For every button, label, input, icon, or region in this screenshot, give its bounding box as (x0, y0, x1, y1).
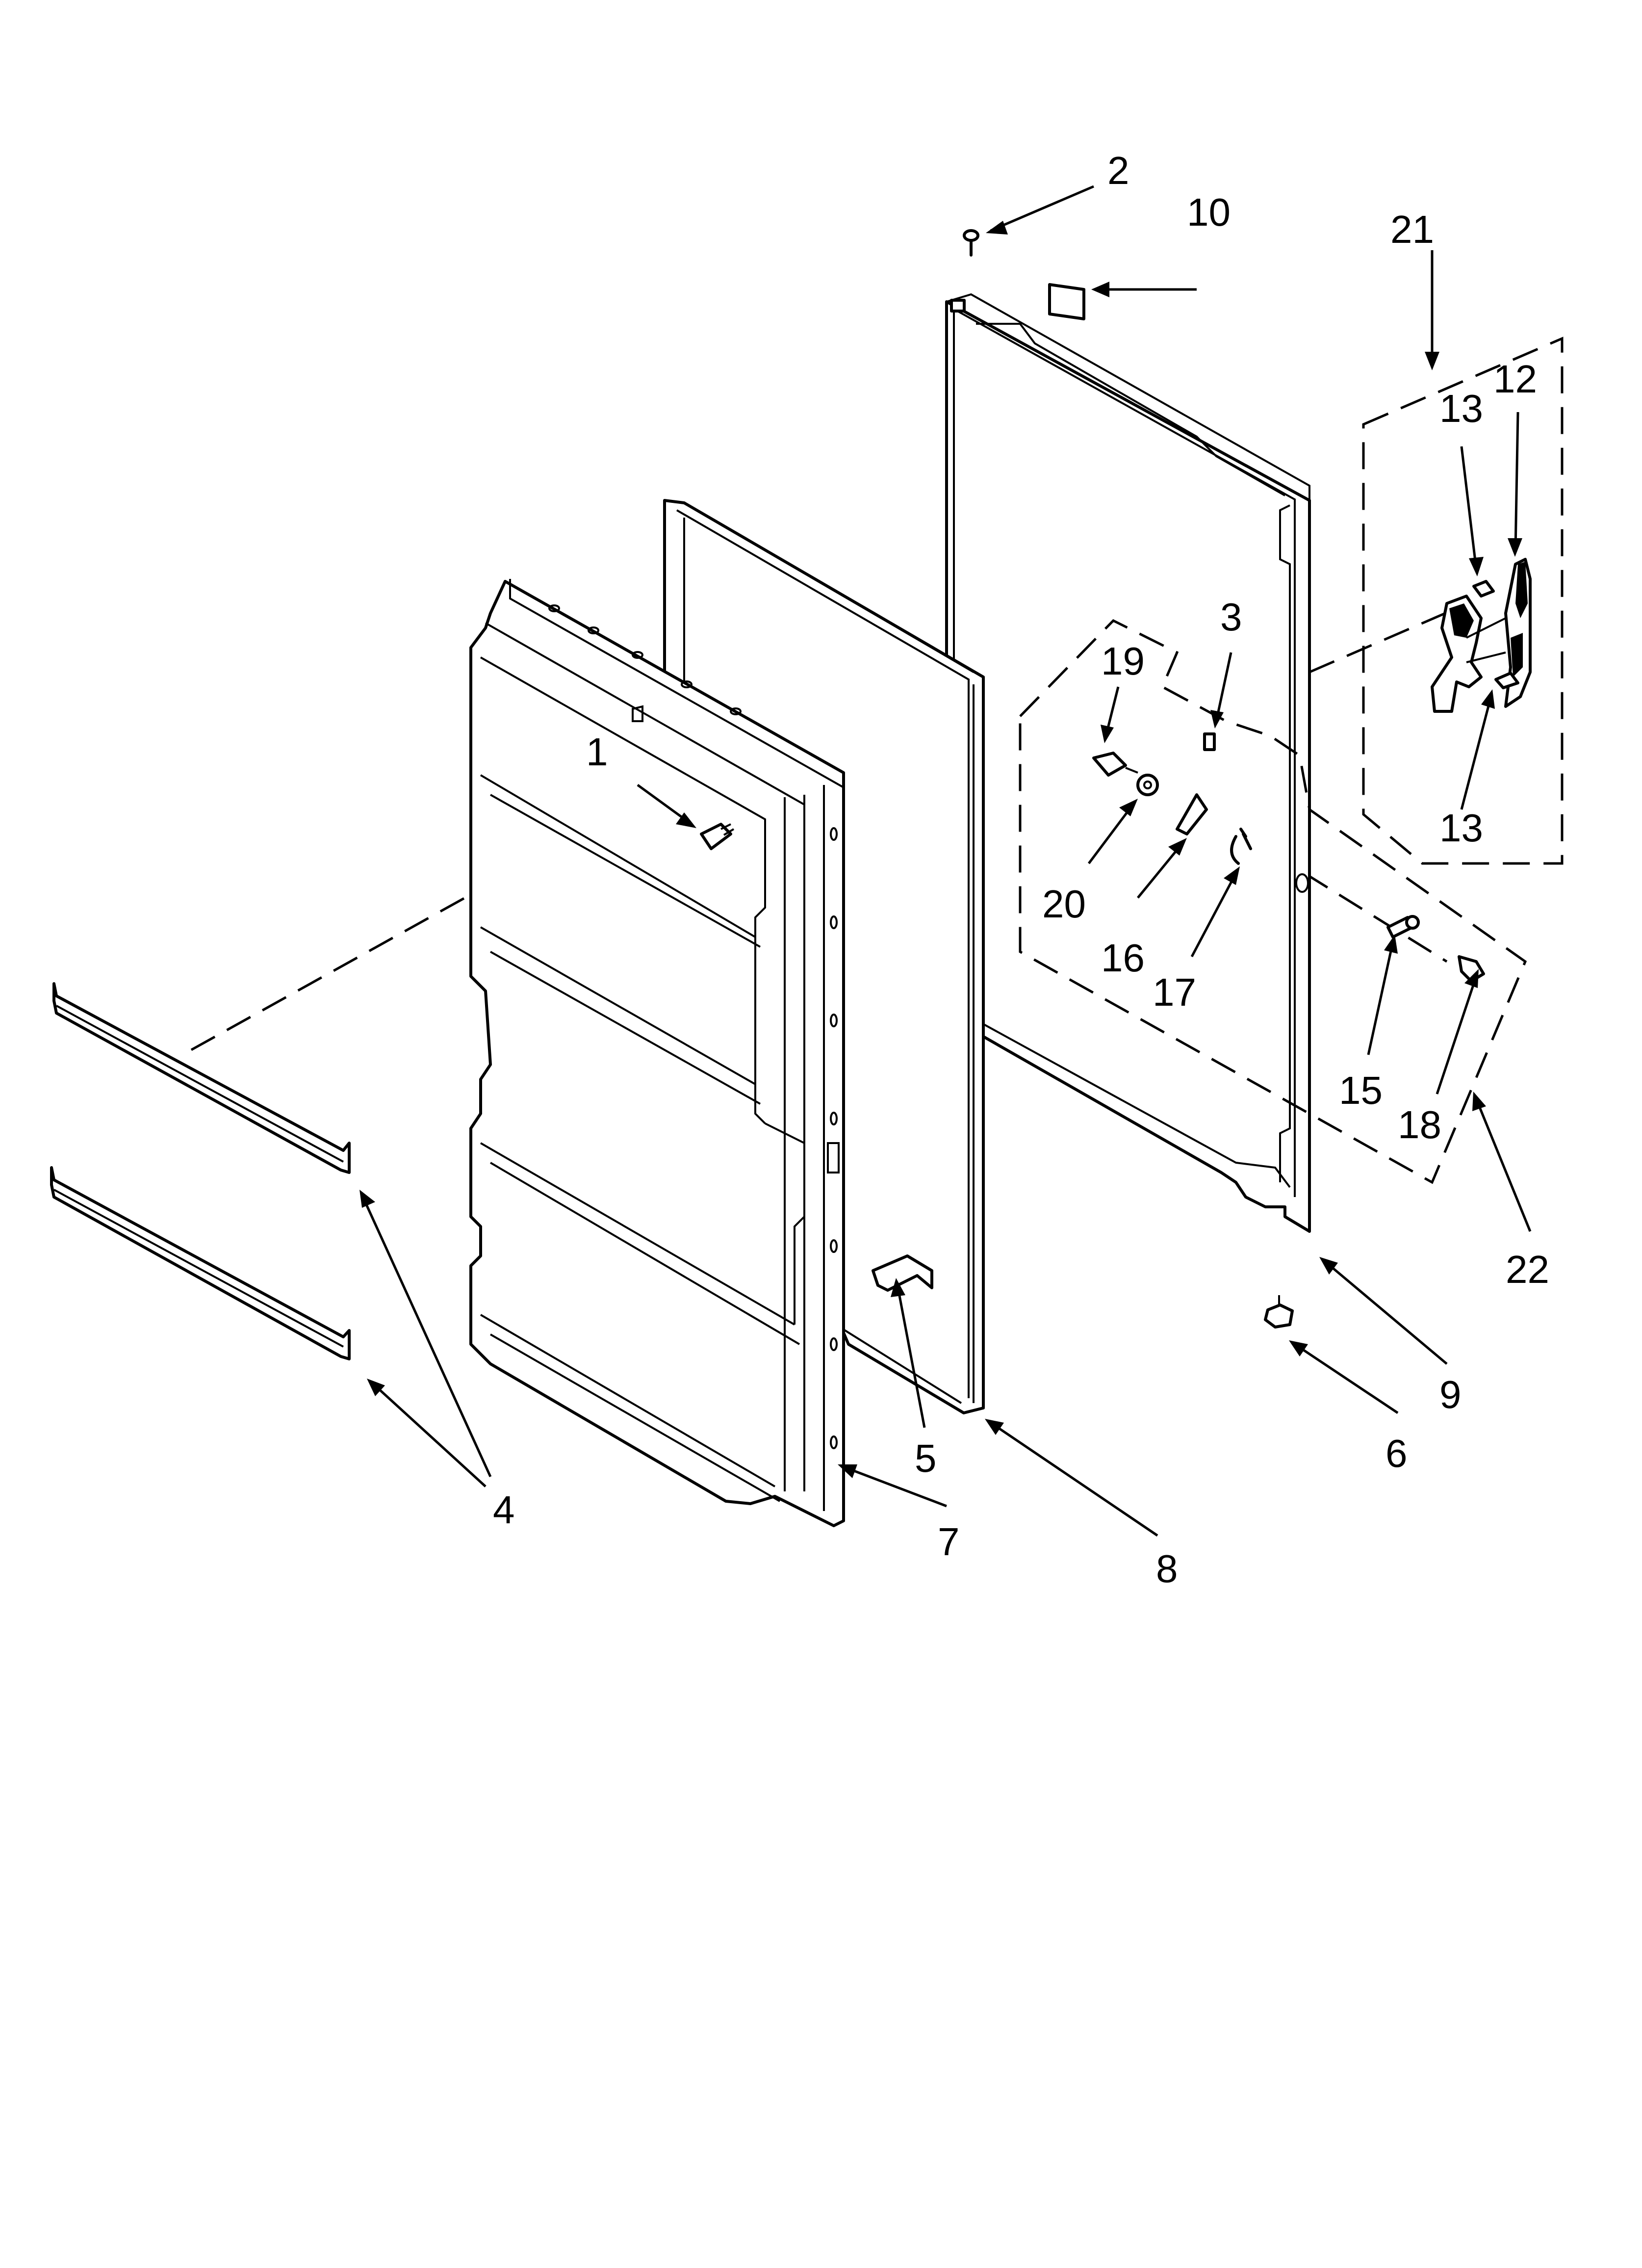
callout-1: 1 (586, 730, 608, 774)
callout-13-lower: 13 (1439, 806, 1483, 850)
stop-3 (1203, 732, 1216, 751)
pin-15 (1386, 915, 1420, 938)
callouts: 1 2 3 4 5 6 7 8 9 10 12 13 13 15 16 17 1… (493, 149, 1549, 1590)
callout-7: 7 (938, 1520, 960, 1564)
callout-13-upper: 13 (1439, 387, 1483, 430)
shelf-rail-upper (52, 982, 351, 1174)
shelf-rail-lower (50, 1166, 351, 1360)
callout-9: 9 (1439, 1373, 1462, 1416)
screw-1 (700, 823, 735, 850)
washer-20 (1136, 774, 1159, 796)
hinge-assembly (1431, 558, 1532, 713)
callout-2: 2 (1107, 149, 1129, 192)
door-liner (469, 579, 845, 1527)
callout-21: 21 (1390, 208, 1434, 251)
callout-15: 15 (1339, 1069, 1383, 1112)
callout-16: 16 (1101, 936, 1145, 980)
liner-flange-holes (548, 604, 840, 1449)
callout-18: 18 (1398, 1103, 1441, 1147)
callout-4: 4 (493, 1488, 515, 1532)
door-outer-panel (945, 293, 1311, 1233)
callout-20: 20 (1042, 882, 1086, 926)
kit-21-boundary (1362, 337, 1564, 865)
callout-12: 12 (1493, 357, 1537, 401)
cover-5 (872, 1254, 933, 1292)
callout-22: 22 (1506, 1248, 1549, 1291)
callout-10: 10 (1187, 190, 1231, 234)
bracket-16 (1176, 793, 1208, 835)
nut-6 (1264, 1295, 1294, 1329)
arrowheads (359, 221, 1522, 1478)
callout-17: 17 (1153, 970, 1196, 1014)
callout-3: 3 (1220, 595, 1242, 639)
label-10 (1048, 283, 1085, 320)
screw-19 (1092, 752, 1138, 777)
callout-8: 8 (1156, 1547, 1178, 1590)
callout-5: 5 (915, 1436, 937, 1480)
callout-6: 6 (1385, 1432, 1408, 1475)
kit-22-boundary (1019, 619, 1527, 1184)
screw-2 (963, 229, 979, 257)
callout-19: 19 (1101, 639, 1145, 683)
leader-lines (361, 185, 1532, 1537)
clip-17 (1230, 828, 1252, 865)
